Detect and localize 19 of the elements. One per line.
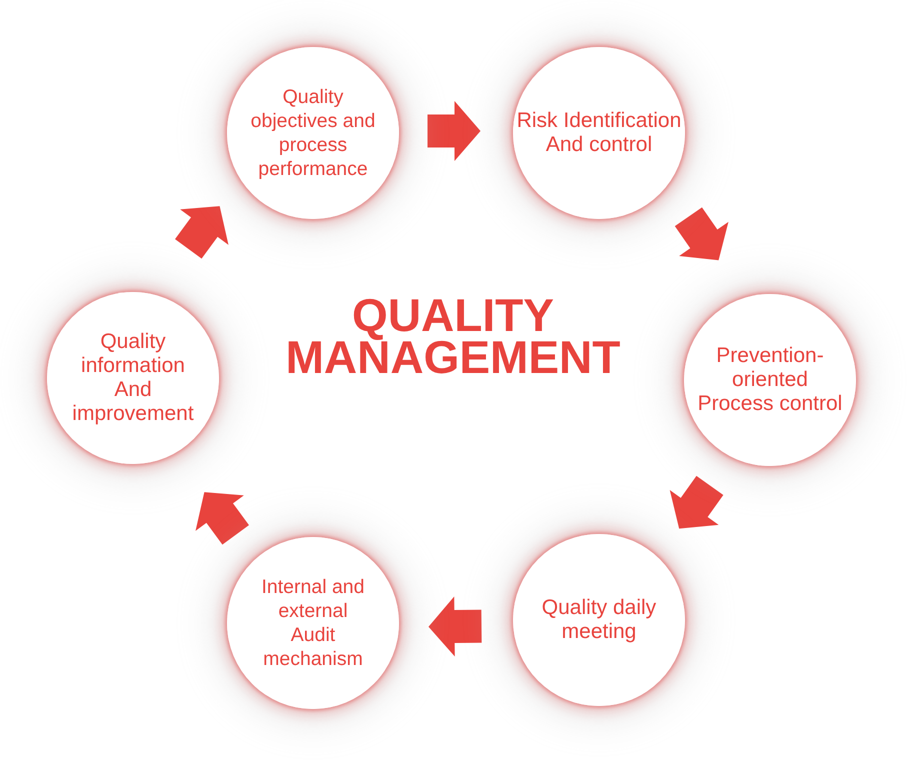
diagram-title: QUALITY MANAGEMENT bbox=[284, 294, 622, 378]
block-arrow bbox=[674, 207, 728, 260]
block-arrow bbox=[428, 596, 482, 656]
process-circle bbox=[684, 294, 856, 466]
block-arrow bbox=[196, 492, 249, 545]
process-circle bbox=[513, 534, 685, 706]
node-label: Internal and external Audit mechanism bbox=[260, 575, 366, 671]
node-label: Quality daily meeting bbox=[540, 596, 658, 644]
node-label: Quality information And improvement bbox=[71, 330, 195, 426]
block-arrow bbox=[670, 476, 724, 529]
block-arrow bbox=[175, 206, 228, 259]
node-label: Prevention-oriented Process control bbox=[696, 344, 844, 416]
node-label: Quality objectives and process performance bbox=[250, 85, 376, 181]
process-circle bbox=[227, 537, 399, 709]
process-circle bbox=[47, 292, 219, 464]
process-circle bbox=[227, 47, 399, 219]
block-arrow bbox=[428, 101, 480, 161]
process-circle bbox=[513, 47, 685, 219]
node-label: Risk Identification And control bbox=[516, 109, 682, 157]
